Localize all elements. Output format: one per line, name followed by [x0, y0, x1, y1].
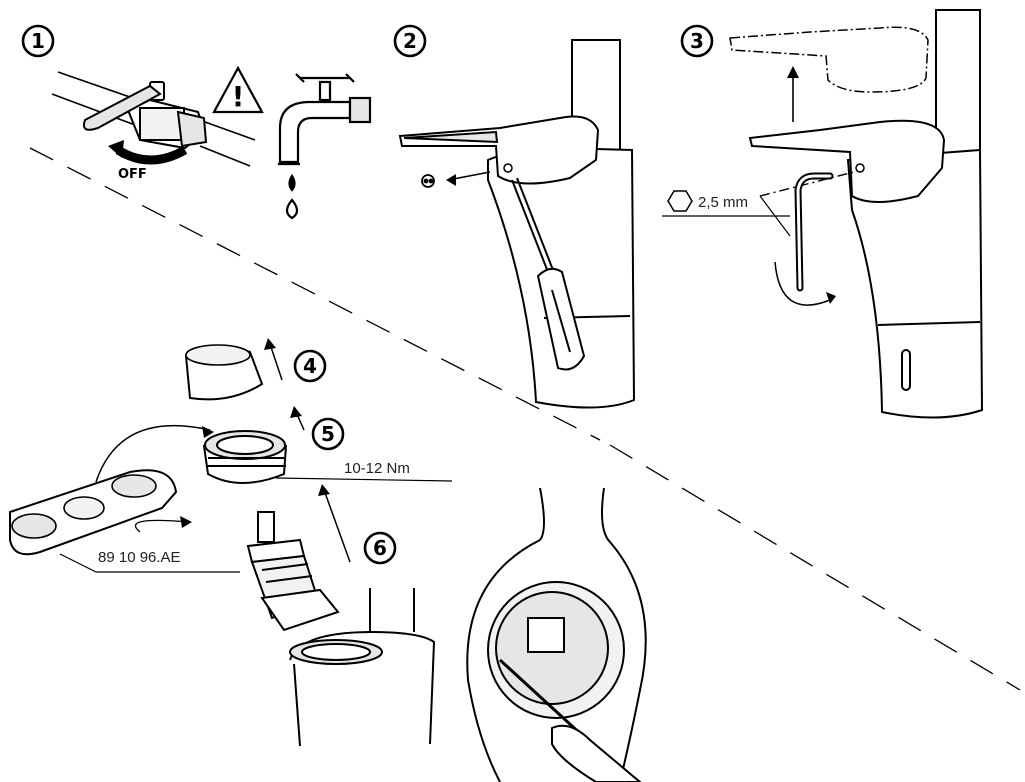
valve-arrow-head: [108, 140, 124, 158]
tool-socket-middle: [63, 496, 105, 520]
screwdriver: [511, 177, 586, 371]
dripping-tap-icon: [278, 73, 372, 220]
step-1: 1 OFF !: [21, 24, 372, 220]
detail-body-outline: [466, 539, 647, 782]
step-4-badge: [293, 349, 327, 383]
step-2: 2: [393, 24, 636, 409]
detail-hand: [551, 724, 642, 782]
step-3-badge: [680, 24, 714, 58]
torque-label: 10-12 Nm: [344, 460, 410, 477]
cap-up-arrow: [269, 343, 283, 381]
tool-part-number: 89 10 96.AE: [98, 549, 181, 566]
divider-lower: [609, 444, 1021, 691]
set-screw-hole: [503, 163, 513, 173]
lift-arrowhead: [787, 66, 799, 78]
step-6-number: 6: [373, 536, 387, 560]
step-1-number: 1: [31, 29, 45, 53]
valve-off-label: OFF: [118, 167, 147, 182]
step-4-number: 4: [303, 354, 317, 378]
tool-part-leader: [59, 553, 97, 573]
cartridge-up-arrowhead: [318, 484, 330, 496]
step-3-number: 3: [690, 29, 704, 53]
hexagon-icon: [667, 190, 693, 212]
open-faucet-body: [289, 588, 436, 747]
faucet-body: [398, 39, 636, 409]
lifted-handle-outline: [729, 26, 929, 93]
detail-view: [466, 487, 647, 782]
tool-rotate-arrowhead: [180, 516, 192, 528]
tool-to-nut-arrow: [95, 424, 211, 483]
tool-socket-small: [111, 474, 157, 498]
warning-symbol: !: [232, 80, 245, 113]
tool-rotate-arrow: [134, 519, 189, 533]
step-6-badge: [363, 531, 397, 565]
cartridge-up-arrow: [323, 489, 351, 563]
step-6: 6: [246, 484, 436, 747]
hex-size-leader-2: [759, 195, 791, 237]
step-5-badge: [311, 417, 345, 451]
loosen-rotation-arrow: [774, 261, 831, 306]
tool-socket-large: [11, 513, 57, 539]
step-5: 5 10-12 Nm: [202, 406, 453, 484]
section-dividers: [29, 147, 1021, 691]
torque-leader: [275, 477, 453, 482]
warning-triangle-icon: [212, 65, 264, 114]
detail-neck: [539, 487, 611, 543]
valve-close-arrow: [115, 146, 188, 165]
cap-removal-arrowhead: [446, 174, 456, 186]
service-tool: 89 10 96.AE: [9, 424, 240, 573]
tool-to-nut-arrowhead: [202, 426, 214, 438]
step-1-badge: [21, 24, 55, 58]
hex-size-label: 2,5 mm: [698, 194, 748, 211]
hex-key-inner: [796, 174, 832, 290]
nut-up-arrowhead: [290, 406, 302, 418]
faucet-body-step3: [748, 9, 984, 419]
cap-up-arrowhead: [264, 338, 276, 350]
removed-screw-cap: [421, 174, 435, 188]
hex-key-tool: [794, 172, 834, 292]
hex-key-guide: [759, 171, 855, 197]
retaining-nut: [202, 430, 288, 484]
detail-cartridge-stem: [527, 617, 565, 653]
ball-valve: [82, 81, 208, 150]
cover-cap-rim: [185, 344, 251, 366]
step-4: 4: [184, 338, 327, 401]
step-3: 3 2,5 mm: [662, 9, 984, 419]
divider-upper: [29, 147, 601, 441]
step-5-number: 5: [321, 422, 335, 446]
cartridge: [246, 511, 340, 632]
step-2-number: 2: [403, 29, 417, 53]
loosen-rotation-arrowhead: [826, 292, 836, 304]
step-2-badge: [393, 24, 427, 58]
handle-screw-hole: [855, 163, 865, 173]
